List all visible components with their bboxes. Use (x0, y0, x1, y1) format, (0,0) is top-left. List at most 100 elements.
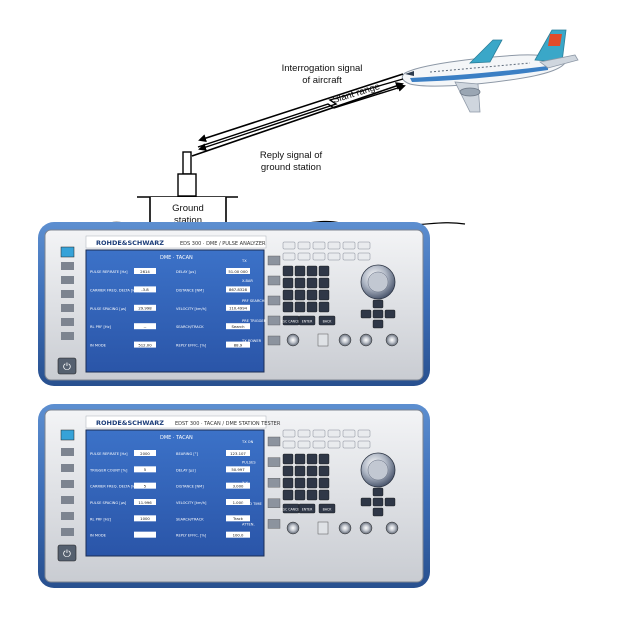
key-back-button[interactable] (318, 503, 336, 514)
function-key[interactable] (357, 440, 371, 449)
preset-key[interactable] (60, 429, 75, 441)
rf-connector[interactable] (338, 521, 352, 535)
cursor-key[interactable] (360, 309, 372, 319)
numeric-key[interactable] (294, 489, 306, 501)
function-key[interactable] (357, 429, 371, 438)
function-key[interactable] (357, 252, 371, 261)
preset-key[interactable] (60, 246, 75, 258)
left-key-1[interactable] (61, 448, 74, 456)
side-softkey[interactable] (267, 478, 281, 488)
cursor-key[interactable] (384, 309, 396, 319)
key-enter-button[interactable] (298, 315, 316, 326)
numeric-key[interactable] (294, 465, 306, 477)
key-enter-button[interactable] (298, 503, 316, 514)
numeric-key[interactable] (318, 301, 330, 313)
left-key-2[interactable] (61, 276, 74, 284)
numeric-key[interactable] (282, 265, 294, 277)
numeric-key[interactable] (318, 465, 330, 477)
usb-port[interactable] (317, 521, 329, 535)
numeric-key[interactable] (306, 301, 318, 313)
numeric-key[interactable] (318, 489, 330, 501)
rf-connector[interactable] (385, 521, 399, 535)
function-key[interactable] (282, 252, 296, 261)
rf-connector[interactable] (385, 333, 399, 347)
numeric-key[interactable] (282, 277, 294, 289)
numeric-key[interactable] (282, 465, 294, 477)
function-key[interactable] (357, 241, 371, 250)
function-key[interactable] (327, 429, 341, 438)
rf-connector[interactable] (286, 333, 300, 347)
left-key-3[interactable] (61, 290, 74, 298)
numeric-key[interactable] (294, 265, 306, 277)
function-key[interactable] (312, 252, 326, 261)
numeric-key[interactable] (318, 289, 330, 301)
numeric-key[interactable] (318, 265, 330, 277)
numeric-key[interactable] (282, 289, 294, 301)
numeric-key[interactable] (282, 477, 294, 489)
left-key-2[interactable] (61, 464, 74, 472)
left-key-1[interactable] (61, 262, 74, 270)
rf-connector[interactable] (359, 333, 373, 347)
side-softkey[interactable] (267, 335, 281, 346)
power-button[interactable] (57, 357, 77, 375)
left-key-4[interactable] (61, 496, 74, 504)
side-softkey[interactable] (267, 295, 281, 306)
numeric-key[interactable] (306, 277, 318, 289)
function-key[interactable] (282, 440, 296, 449)
rf-connector[interactable] (286, 521, 300, 535)
function-key[interactable] (327, 241, 341, 250)
left-key-5[interactable] (61, 318, 74, 326)
function-key[interactable] (297, 241, 311, 250)
numeric-key[interactable] (282, 453, 294, 465)
side-softkey[interactable] (267, 498, 281, 508)
side-softkey[interactable] (267, 255, 281, 266)
numeric-key[interactable] (306, 289, 318, 301)
function-key[interactable] (312, 241, 326, 250)
numeric-key[interactable] (294, 477, 306, 489)
left-key-5[interactable] (61, 512, 74, 520)
function-key[interactable] (342, 429, 356, 438)
numeric-key[interactable] (306, 265, 318, 277)
rf-connector[interactable] (338, 333, 352, 347)
cursor-key[interactable] (372, 507, 384, 517)
numeric-key[interactable] (318, 277, 330, 289)
side-softkey[interactable] (267, 519, 281, 529)
numeric-key[interactable] (294, 301, 306, 313)
numeric-key[interactable] (294, 289, 306, 301)
cursor-key[interactable] (372, 319, 384, 329)
left-key-4[interactable] (61, 304, 74, 312)
cursor-key[interactable] (360, 497, 372, 507)
power-button[interactable] (57, 544, 77, 562)
numeric-key[interactable] (282, 301, 294, 313)
numeric-key[interactable] (306, 477, 318, 489)
numeric-key[interactable] (282, 489, 294, 501)
numeric-key[interactable] (318, 453, 330, 465)
side-softkey[interactable] (267, 275, 281, 286)
cursor-key[interactable] (372, 487, 384, 497)
function-key[interactable] (327, 252, 341, 261)
function-key[interactable] (297, 429, 311, 438)
function-key[interactable] (342, 440, 356, 449)
numeric-key[interactable] (306, 465, 318, 477)
numeric-key[interactable] (294, 453, 306, 465)
usb-port[interactable] (317, 333, 329, 347)
side-softkey[interactable] (267, 436, 281, 447)
numeric-key[interactable] (318, 477, 330, 489)
function-key[interactable] (342, 252, 356, 261)
cursor-key[interactable] (372, 309, 384, 319)
numeric-key[interactable] (294, 277, 306, 289)
key-back-button[interactable] (318, 315, 336, 326)
numeric-key[interactable] (306, 453, 318, 465)
rf-connector[interactable] (359, 521, 373, 535)
function-key[interactable] (297, 252, 311, 261)
function-key[interactable] (342, 241, 356, 250)
numeric-key[interactable] (306, 489, 318, 501)
left-key-6[interactable] (61, 332, 74, 340)
function-key[interactable] (312, 440, 326, 449)
left-key-6[interactable] (61, 528, 74, 536)
cursor-key[interactable] (372, 299, 384, 309)
cursor-key[interactable] (372, 497, 384, 507)
side-softkey[interactable] (267, 457, 281, 467)
function-key[interactable] (282, 429, 296, 438)
function-key[interactable] (312, 429, 326, 438)
